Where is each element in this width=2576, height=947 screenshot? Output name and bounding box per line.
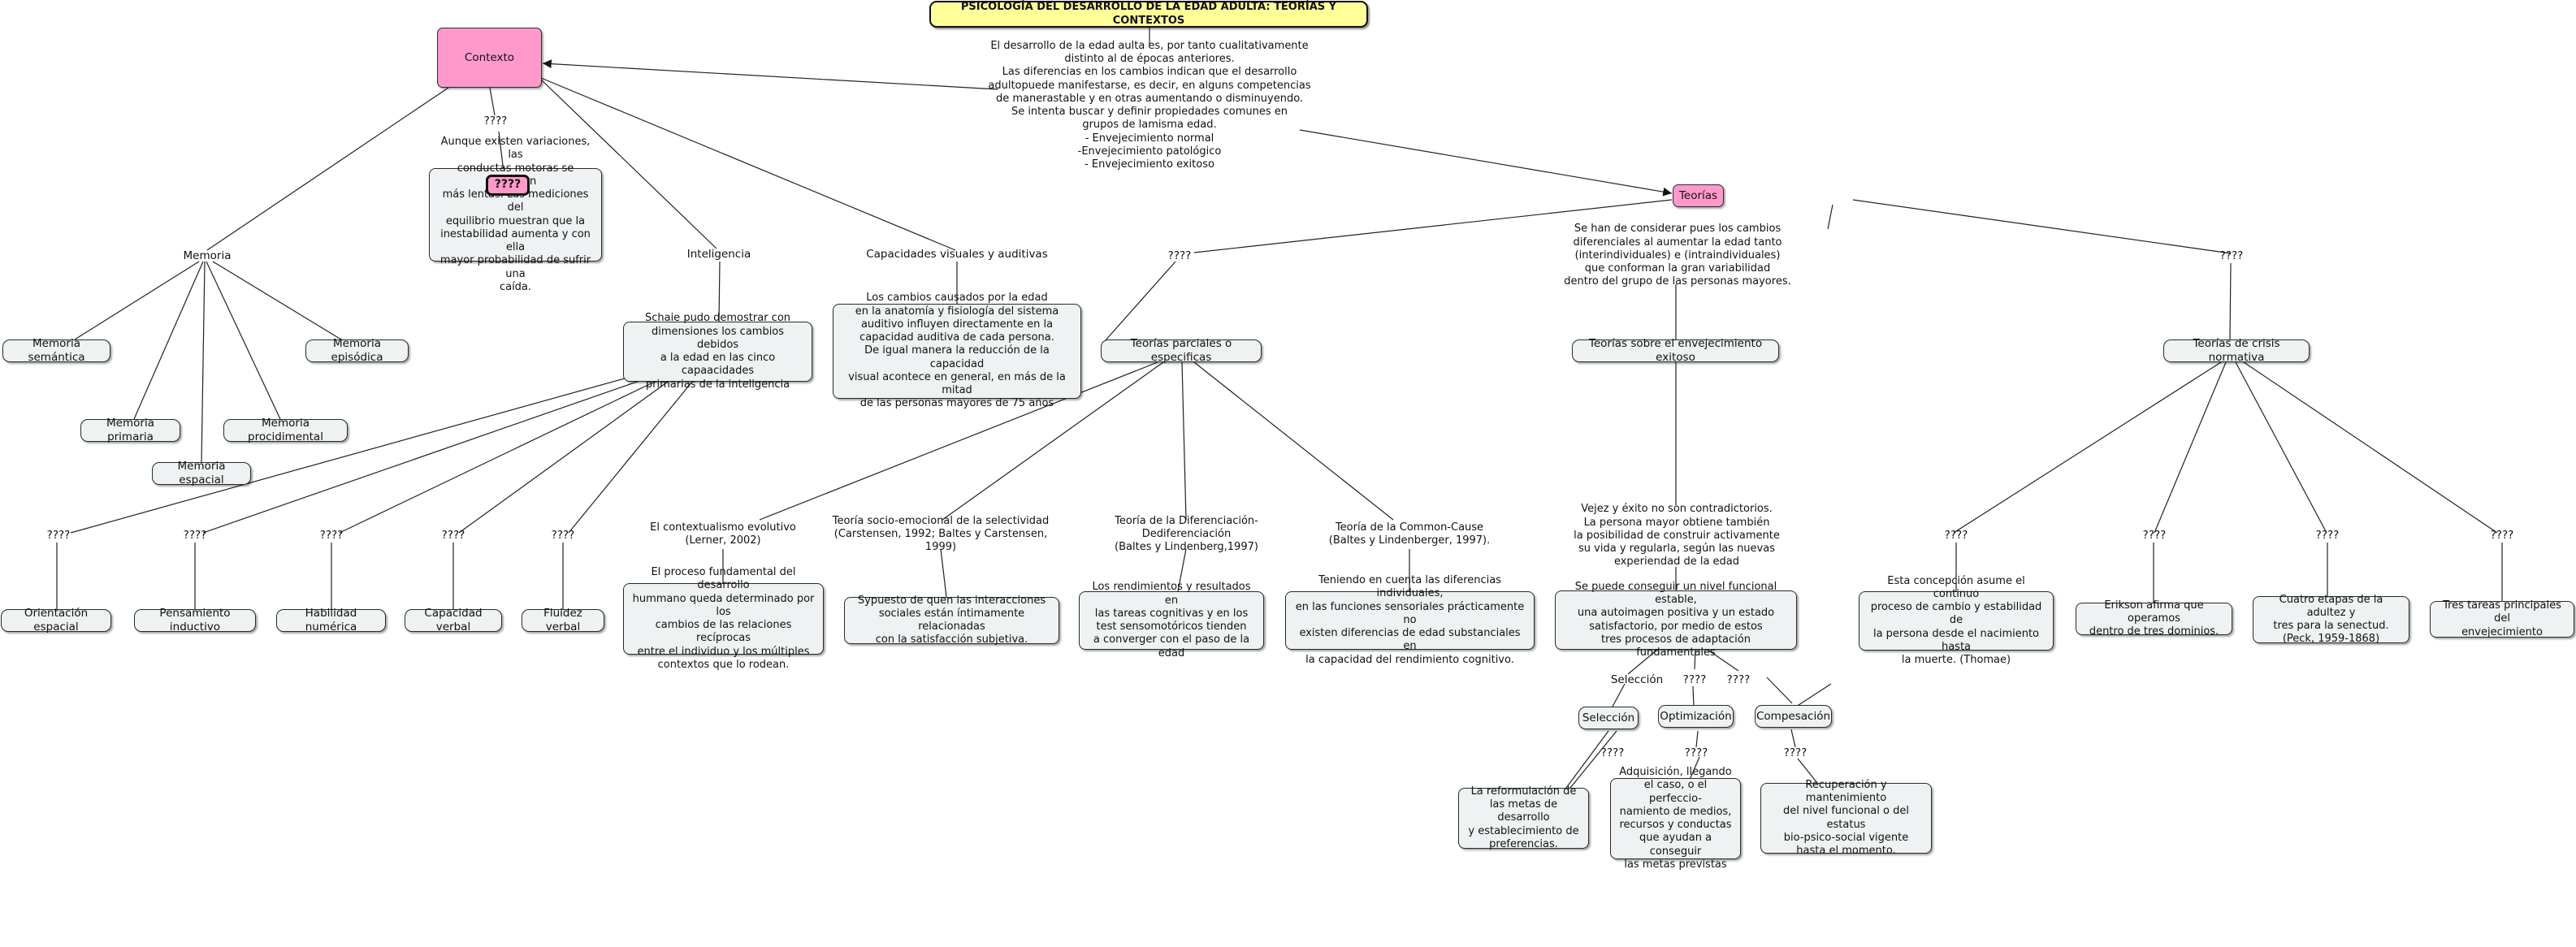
vejez-text: Vejez y éxito no son contradictorios. La…	[1574, 503, 1780, 569]
habilidad-numerica[interactable]: Habilidad numérica	[276, 607, 386, 633]
proceso-link-label: ????	[1783, 746, 1808, 759]
theory-description[interactable]: El proceso fundamental del desarrollo hu…	[623, 566, 824, 671]
exitoso-box[interactable]: Se puede conseguir un nivel funcional es…	[1555, 581, 1797, 659]
inteligencia-link-label: ????	[441, 528, 465, 542]
theory-name: Teoría socio-emocional de la selectivida…	[832, 514, 1050, 554]
capacidades-label: Capacidades visuales y auditivas	[866, 247, 1048, 261]
capacidad-verbal[interactable]: Capacidad verbal	[405, 607, 502, 633]
teorias-node[interactable]: Teorías	[1673, 184, 1724, 207]
theory-description[interactable]: Los rendimientos y resultados en las tar…	[1079, 581, 1264, 659]
proceso-seleccion[interactable]: Selección	[1578, 707, 1639, 729]
teorias-parciales[interactable]: Teorías parciales o especificas	[1101, 337, 1262, 364]
crisis-description[interactable]: Cuatro etapas de la adultez y tres para …	[2253, 594, 2409, 645]
memoria-procedimental[interactable]: Memoria procidimental	[223, 417, 348, 443]
crisis-link-label: ????	[2142, 528, 2167, 542]
theory-name: Teoría de la Common-Cause (Baltes y Lind…	[1328, 521, 1491, 547]
orientacion-espacial[interactable]: Orientación espacial	[1, 607, 111, 633]
crisis-link-label: ????	[1944, 528, 1968, 542]
memoria-label: Memoria	[183, 249, 232, 262]
question-badge[interactable]: ????	[486, 175, 530, 196]
inteligencia-box[interactable]: Schaie pudo demostrar con dimensiones lo…	[623, 312, 812, 391]
crisis-link-label: ????	[2315, 528, 2340, 542]
inteligencia-label: Inteligencia	[686, 247, 751, 261]
teorias-crisis[interactable]: Teorías de crisis normativa	[2163, 337, 2310, 364]
seleccion-link-label: Selección	[1610, 672, 1664, 686]
inteligencia-link-label: ????	[183, 528, 207, 542]
proceso-description[interactable]: La reformulación de las metas de desarro…	[1458, 785, 1589, 850]
page-title: PSICOLOGÍA DEL DESARROLLO DE LA EDAD ADU…	[929, 1, 1368, 28]
crisis-link-label: ????	[2490, 528, 2514, 542]
inteligencia-link-label: ????	[551, 528, 575, 542]
contexto-link-label: ????	[483, 114, 508, 128]
memoria-espacial[interactable]: Memoria espacial	[152, 460, 251, 486]
fluidez-verbal[interactable]: Fluidez verbal	[522, 607, 604, 633]
memoria-primaria[interactable]: Memoria primaria	[80, 417, 180, 443]
proceso-link-label: ????	[1684, 746, 1708, 759]
theory-name: Teoría de la Diferenciación- Dediferenci…	[1115, 514, 1258, 554]
crisis-description[interactable]: Esta concepción asume el continuo proces…	[1859, 575, 2054, 666]
teorias-exitoso[interactable]: Teorías sobre el envejecimiento exitoso	[1572, 337, 1779, 364]
theory-name: El contextualismo evolutivo (Lerner, 200…	[650, 521, 796, 547]
proceso-description[interactable]: Recuperación y mantenimiento del nivel f…	[1760, 779, 1932, 857]
proceso-compensacion[interactable]: Compesación	[1755, 705, 1832, 728]
contexto-node[interactable]: Contexto	[437, 28, 542, 88]
pensamiento-inductivo[interactable]: Pensamiento inductivo	[134, 607, 256, 633]
teorias-link-label: ????	[2219, 249, 2244, 262]
theory-description[interactable]: Sypuesto de quen las interacciones socia…	[844, 595, 1059, 646]
inteligencia-link-label: ????	[46, 528, 71, 542]
capacidades-box[interactable]: Los cambios causados por la edad en la a…	[833, 292, 1081, 409]
teorias-link-label: ????	[1167, 249, 1192, 262]
intro-text: El desarrollo de la edad aulta es, por t…	[988, 39, 1311, 171]
inteligencia-link-label: ????	[319, 528, 344, 542]
memoria-episodica[interactable]: Memoria episódica	[305, 337, 409, 364]
exitoso-link-label: ????	[1726, 672, 1751, 686]
theory-description[interactable]: Teniendo en cuenta las diferencias indiv…	[1285, 574, 1535, 666]
proceso-link-label: ????	[1600, 746, 1625, 759]
memoria-semantica[interactable]: Memoria semántica	[2, 337, 110, 364]
proceso-optimizacion[interactable]: Optimización	[1658, 705, 1734, 728]
crisis-description[interactable]: Tres tareas principales del envejecimien…	[2430, 599, 2574, 638]
exitoso-link-label: ????	[1682, 672, 1707, 686]
proceso-description[interactable]: Adquisición, llegando el caso, o el perf…	[1610, 766, 1741, 871]
crisis-description[interactable]: Erikson afirma que operamos dentro de tr…	[2076, 599, 2232, 638]
teorias-intro-text: Se han de considerar pues los cambios di…	[1564, 223, 1791, 288]
